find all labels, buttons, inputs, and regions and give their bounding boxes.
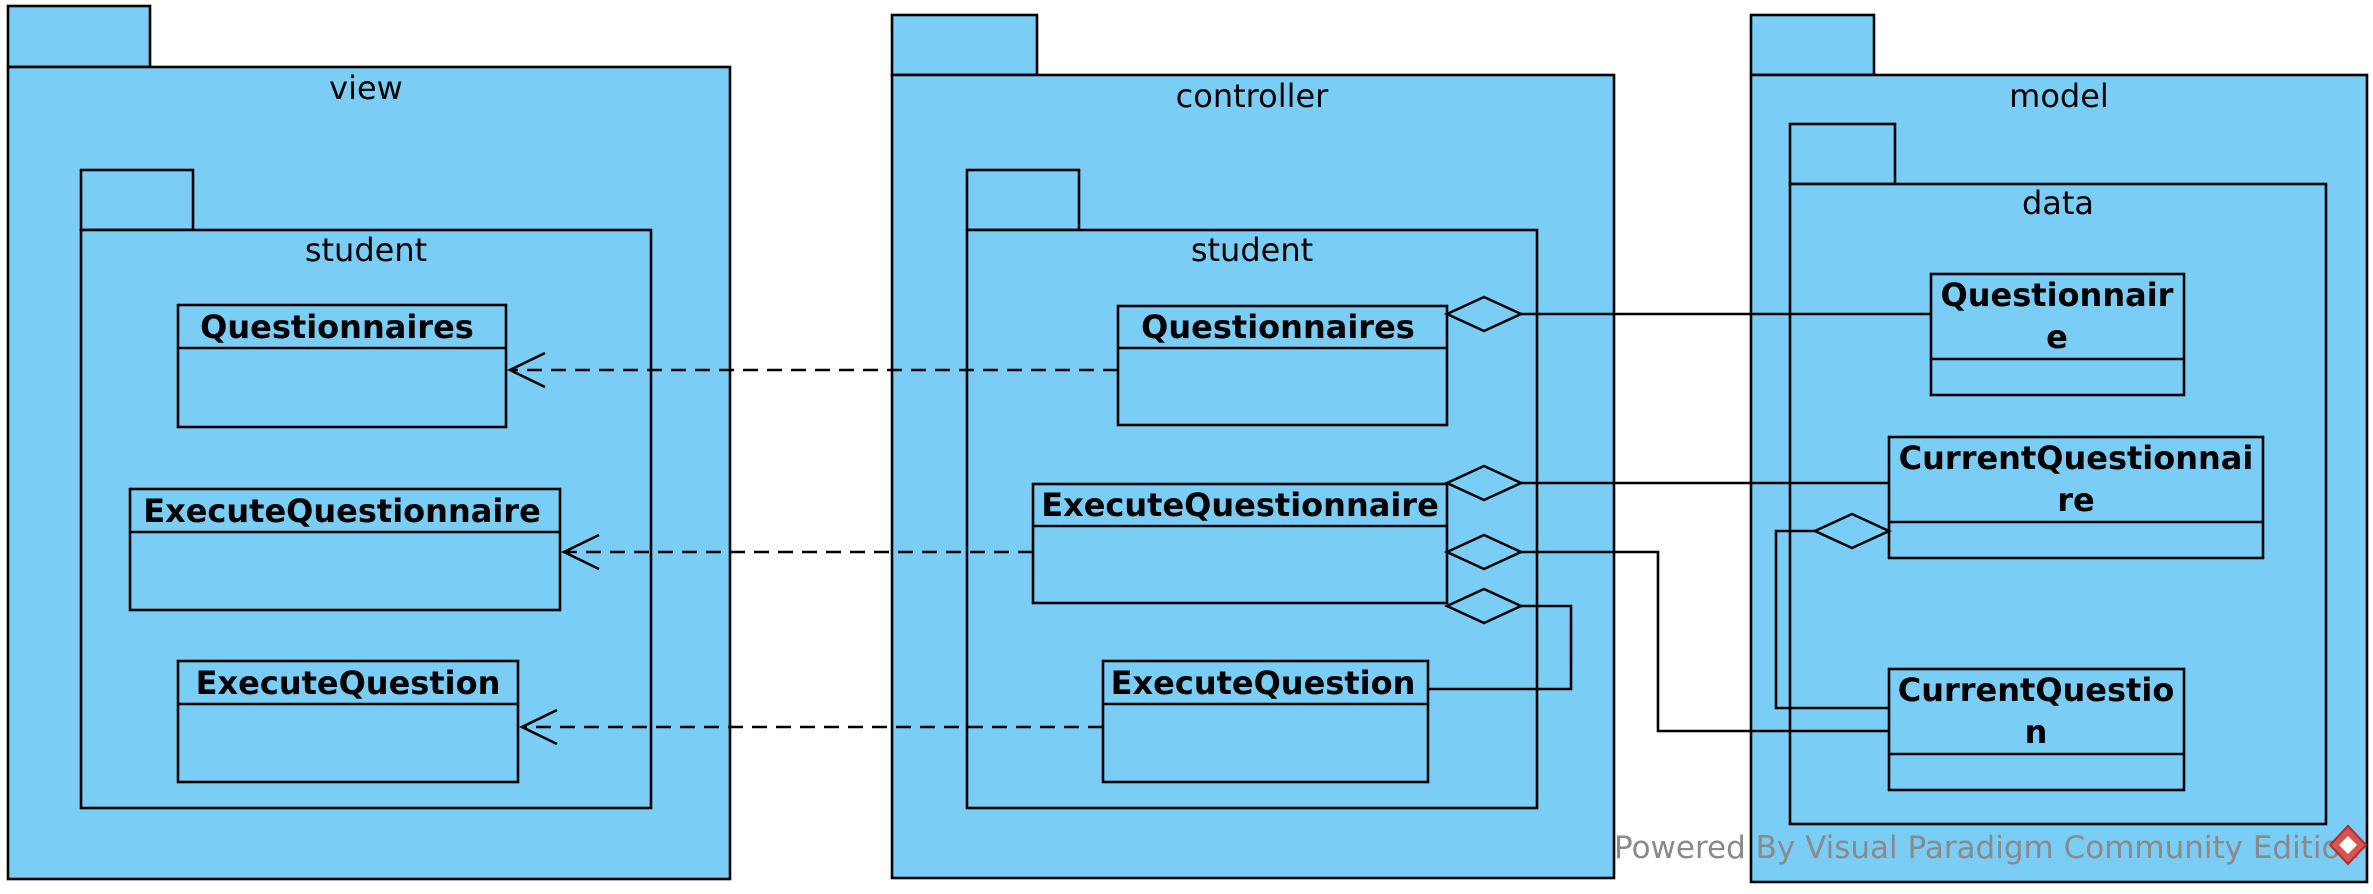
- aggregation-executequestionnaire-currentquestionnaire[interactable]: [1443, 464, 1889, 502]
- controller-class-execute-question-name: ExecuteQuestion: [1111, 664, 1416, 702]
- dependency-execute-questionnaire[interactable]: [561, 533, 1033, 571]
- controller-class-questionnaires-name: Questionnaires: [1141, 308, 1415, 346]
- model-class-current-question[interactable]: CurrentQuestio n: [1887, 667, 2186, 792]
- package-model-title: model: [2009, 77, 2109, 115]
- model-class-questionnaire-name-line1: Questionnair: [1941, 276, 2174, 314]
- model-class-current-questionnaire-name-line2: re: [2057, 481, 2094, 519]
- view-class-execute-questionnaire-name: ExecuteQuestionnaire: [143, 492, 541, 530]
- model-class-current-question-name-line1: CurrentQuestio: [1898, 671, 2175, 709]
- view-class-execute-questionnaire[interactable]: ExecuteQuestionnaire: [128, 487, 562, 612]
- aggregation-questionnaires-questionnaire[interactable]: [1443, 295, 1931, 333]
- aggregation-currentquestionnaire-currentquestion[interactable]: [1774, 512, 1893, 710]
- view-class-questionnaires-name: Questionnaires: [200, 308, 474, 346]
- package-controller-student-title: student: [1191, 231, 1313, 269]
- view-class-execute-question-name: ExecuteQuestion: [196, 664, 501, 702]
- aggregation-executequestionnaire-executequestion[interactable]: [1428, 587, 1573, 691]
- model-class-current-questionnaire[interactable]: CurrentQuestionnai re: [1887, 435, 2265, 560]
- view-class-questionnaires[interactable]: Questionnaires: [176, 303, 508, 429]
- visual-paradigm-logo-icon: [2328, 824, 2368, 866]
- model-class-questionnaire-name-line2: e: [2046, 318, 2068, 356]
- package-view-title: view: [329, 69, 403, 107]
- controller-class-questionnaires[interactable]: Questionnaires: [1116, 304, 1449, 427]
- dependency-questionnaires[interactable]: [507, 351, 1118, 389]
- dependency-execute-question[interactable]: [519, 708, 1103, 746]
- view-class-execute-question[interactable]: ExecuteQuestion: [176, 659, 520, 784]
- model-class-questionnaire[interactable]: Questionnair e: [1929, 272, 2186, 397]
- model-class-current-questionnaire-name-line1: CurrentQuestionnai: [1899, 439, 2254, 477]
- package-controller-title: controller: [1176, 77, 1330, 115]
- package-model-data-title: data: [2022, 184, 2094, 222]
- watermark-text: Powered By Visual Paradigm Community Edi…: [1614, 830, 2360, 866]
- controller-class-execute-questionnaire-name: ExecuteQuestionnaire: [1041, 486, 1439, 524]
- controller-class-execute-questionnaire[interactable]: ExecuteQuestionnaire: [1031, 482, 1449, 605]
- aggregation-executequestionnaire-currentquestion[interactable]: [1443, 533, 1889, 733]
- model-class-current-question-name-line2: n: [2025, 713, 2048, 751]
- controller-class-execute-question[interactable]: ExecuteQuestion: [1101, 659, 1430, 784]
- package-view-student-title: student: [305, 231, 427, 269]
